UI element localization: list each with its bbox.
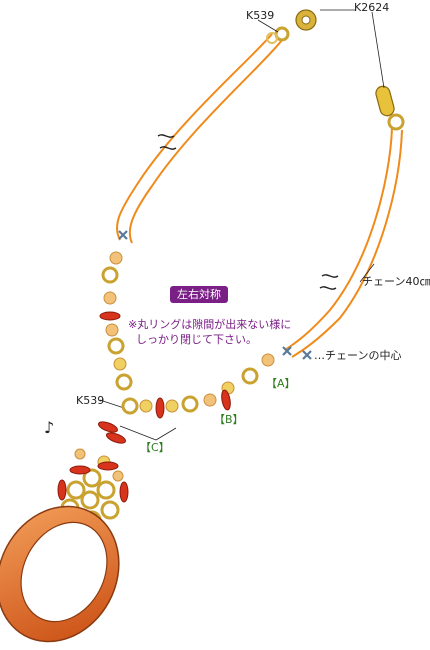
music-note-icon: ♪ bbox=[44, 418, 55, 437]
label-chain-center: …チェーンの中心 bbox=[314, 349, 402, 362]
label-point-c: 【C】 bbox=[140, 441, 170, 454]
bead-chain-left bbox=[97, 251, 139, 469]
label-k539-top: K539 bbox=[246, 9, 275, 22]
lobster-clasp bbox=[375, 85, 405, 131]
leader-lines bbox=[99, 9, 385, 441]
bead-chain-right bbox=[139, 353, 275, 419]
label-k539-side: K539 bbox=[76, 394, 105, 407]
clasp-ring bbox=[266, 9, 317, 44]
cross-icon bbox=[118, 230, 312, 360]
right-chain-strand bbox=[284, 127, 403, 358]
note-line-2: しっかり閉じて下さい。 bbox=[136, 333, 257, 346]
note-line-1: ※丸リングは隙間が出来ない様に bbox=[128, 318, 292, 331]
break-mark-icon bbox=[157, 134, 339, 290]
left-chain-strand bbox=[115, 33, 283, 244]
oval-pendant bbox=[0, 505, 120, 643]
label-point-a: 【A】 bbox=[266, 377, 296, 390]
label-chain-length: チェーン40㎝ bbox=[362, 275, 430, 288]
symmetric-badge: 左右対称 bbox=[170, 286, 228, 303]
label-k2624: K2624 bbox=[354, 1, 390, 14]
label-point-b: 【B】 bbox=[214, 413, 244, 426]
